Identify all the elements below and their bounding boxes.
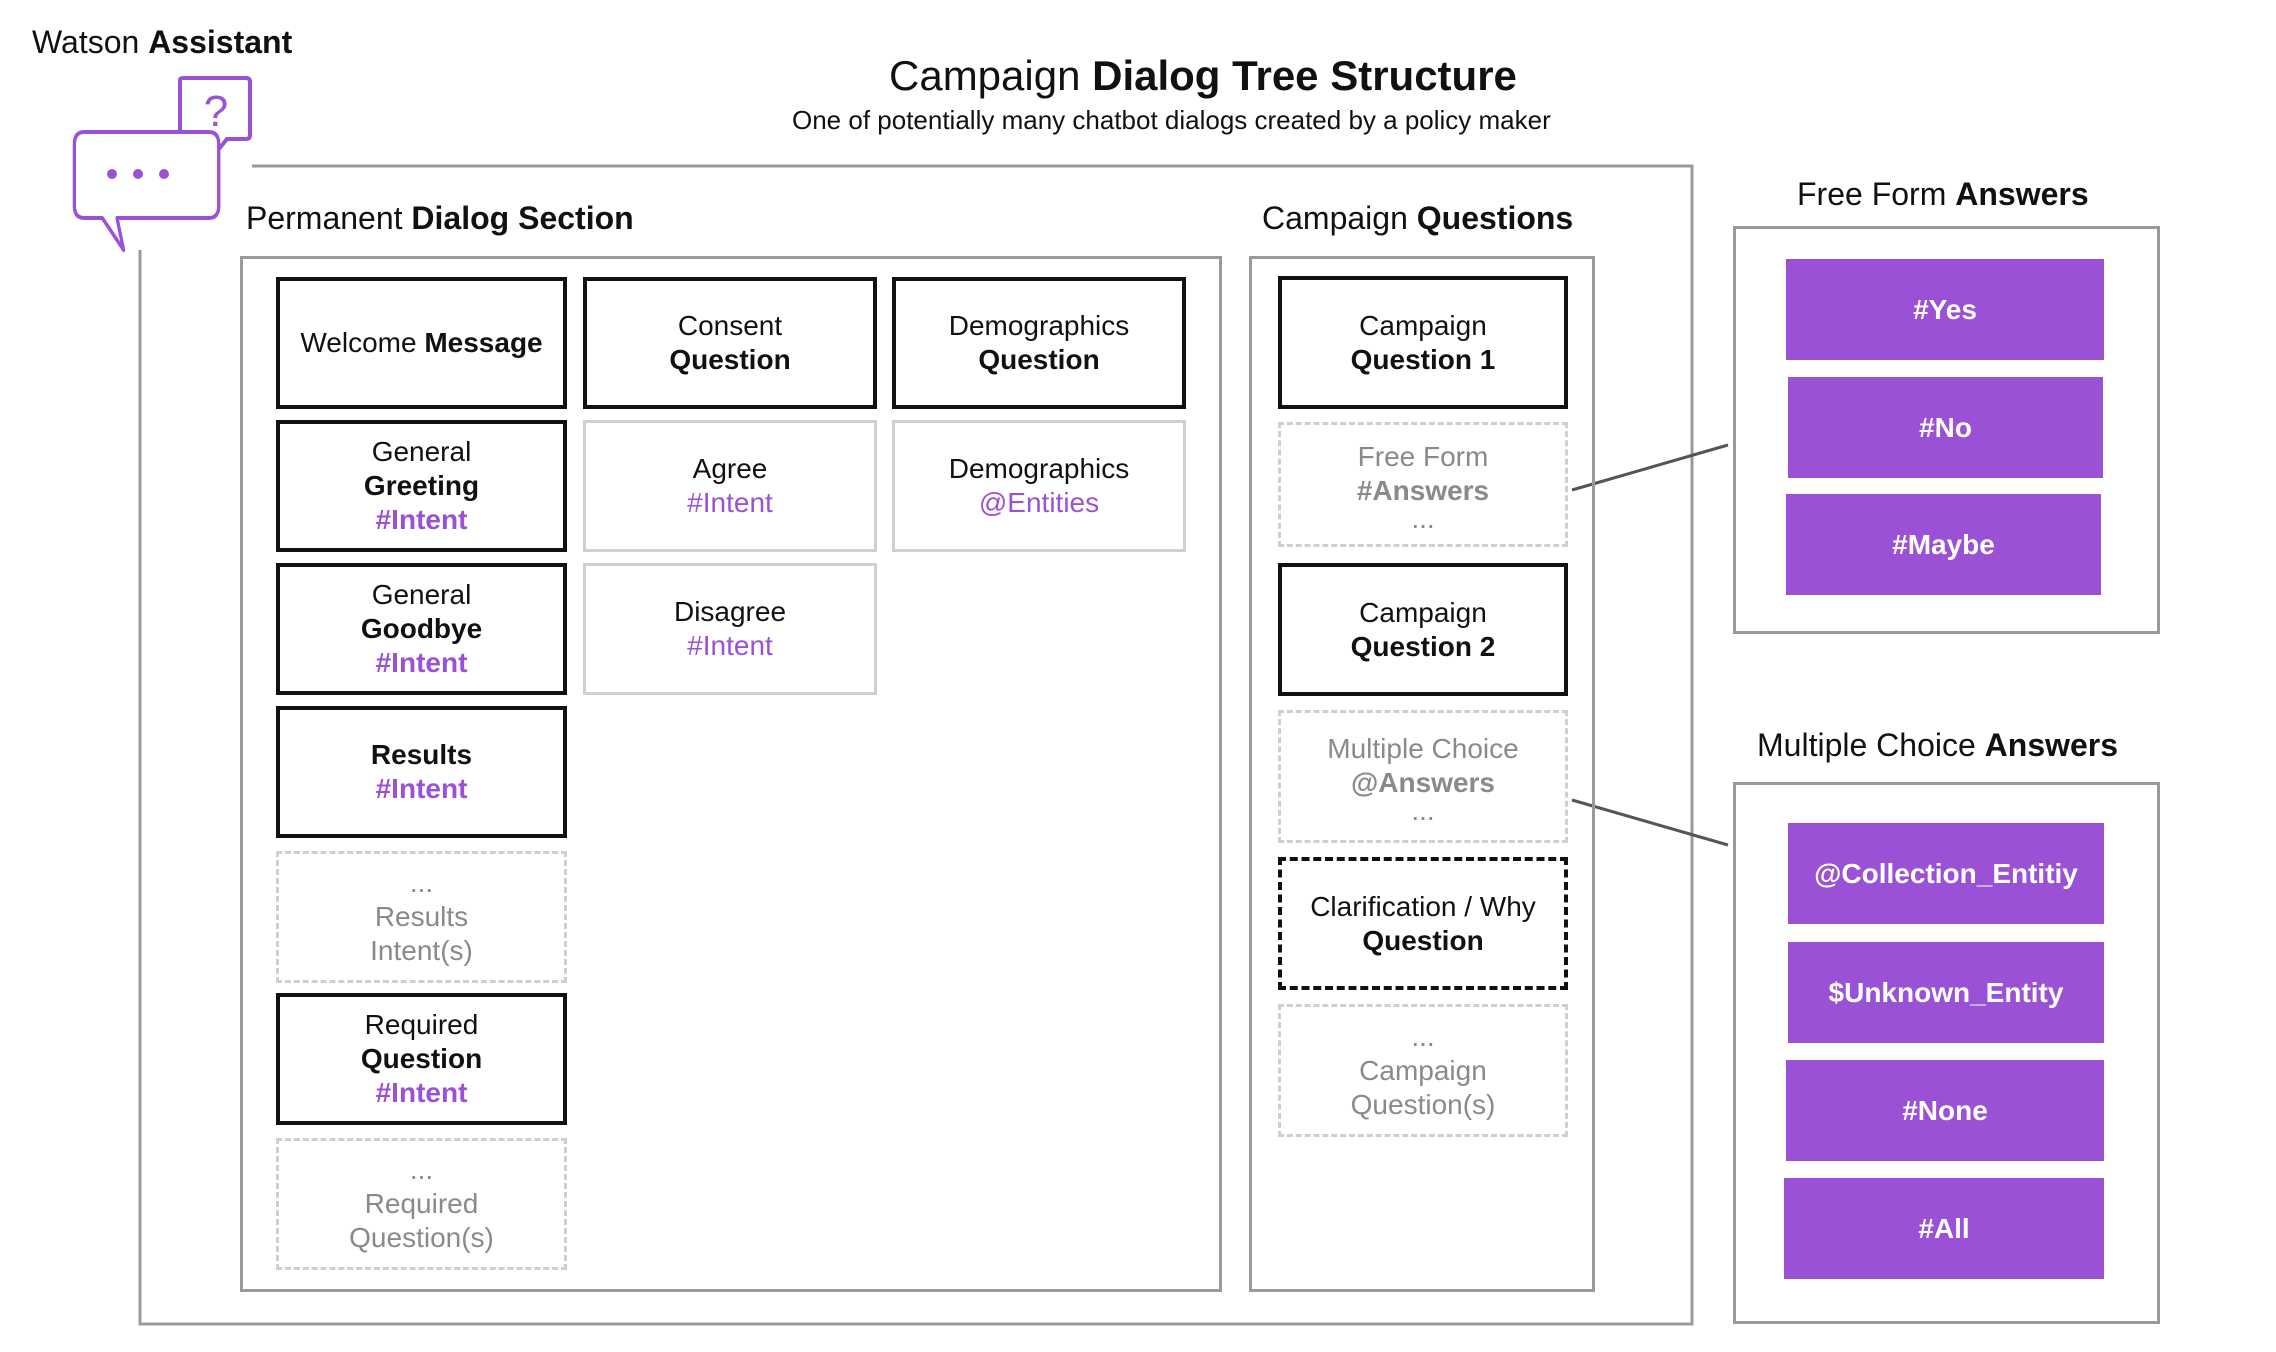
node-line: Results <box>374 901 469 932</box>
chat-bubbles-icon: ? <box>72 76 252 252</box>
node-line: Consent <box>677 310 783 341</box>
general-goodbye-node[interactable]: General Goodbye #Intent <box>276 563 567 695</box>
brand-prefix: Watson <box>32 24 140 60</box>
campaign-heading-bold: Questions <box>1416 200 1574 236</box>
node-line: Disagree <box>673 596 787 627</box>
intent-tag: #Intent <box>375 504 468 535</box>
free-form-answers-frame <box>1733 226 2160 634</box>
welcome-message-node[interactable]: Welcome Message <box>276 277 567 409</box>
multiple-choice-answers-placeholder-node[interactable]: Multiple Choice @Answers ... <box>1278 710 1568 843</box>
answer-no-pill[interactable]: #No <box>1788 377 2103 478</box>
node-line: Question 1 <box>1350 343 1496 375</box>
multiple-choice-answers-frame <box>1733 782 2160 1324</box>
svg-text:?: ? <box>204 87 228 136</box>
demographics-question-node[interactable]: Demographics Question <box>892 277 1186 409</box>
diagram-subtitle: One of potentially many chatbot dialogs … <box>792 105 1551 135</box>
node-line: Results <box>370 739 473 770</box>
node-line: Question <box>978 344 1100 375</box>
multiple-choice-answers-heading: Multiple Choice Answers <box>1757 727 2118 764</box>
multiple-choice-heading-prefix: Multiple Choice <box>1757 727 1976 763</box>
permanent-heading-prefix: Permanent <box>246 200 403 236</box>
free-form-answers-heading: Free Form Answers <box>1797 176 2089 213</box>
node-line: Intent(s) <box>370 935 473 966</box>
demographics-entities-node[interactable]: Demographics @Entities <box>892 420 1186 552</box>
campaign-question-2-node[interactable]: Campaign Question 2 <box>1278 563 1568 696</box>
multiple-choice-heading-bold: Answers <box>1984 727 2119 763</box>
answer-all-pill[interactable]: #All <box>1784 1178 2104 1279</box>
brand-name: Assistant <box>148 24 293 60</box>
node-line: @Answers <box>1350 766 1496 798</box>
agree-intent-node[interactable]: Agree #Intent <box>583 420 877 552</box>
title-bold: Dialog Tree Structure <box>1092 52 1517 99</box>
welcome-label: Welcome Message <box>300 326 542 360</box>
node-line: Agree <box>692 453 768 484</box>
node-line: General <box>371 579 472 610</box>
permanent-heading-bold: Dialog Section <box>411 200 634 236</box>
consent-question-node[interactable]: Consent Question <box>583 277 877 409</box>
node-line: Multiple Choice <box>1327 732 1519 764</box>
intent-tag: #Intent <box>375 773 468 804</box>
free-form-heading-prefix: Free Form <box>1797 176 1947 212</box>
node-line: Question <box>360 1043 483 1074</box>
node-line: Question 2 <box>1350 630 1496 662</box>
node-line: Clarification / Why <box>1310 890 1536 922</box>
node-line: Campaign <box>1359 309 1487 341</box>
free-form-answers-placeholder-node[interactable]: Free Form #Answers ... <box>1278 422 1568 547</box>
permanent-section-heading: Permanent Dialog Section <box>246 200 634 237</box>
answer-yes-pill[interactable]: #Yes <box>1786 259 2104 360</box>
ellipsis-speech-bubble-icon <box>72 130 221 252</box>
node-line: Demographics <box>948 453 1130 484</box>
campaign-questions-placeholder-node[interactable]: ... Campaign Question(s) <box>1278 1004 1568 1137</box>
free-form-heading-bold: Answers <box>1955 176 2089 212</box>
node-line: Demographics <box>948 310 1130 341</box>
node-line: Question <box>1362 924 1484 956</box>
required-question-node[interactable]: Required Question #Intent <box>276 993 567 1125</box>
node-line: Question(s) <box>349 1222 494 1253</box>
free-form-connector <box>1571 443 1729 492</box>
brand-label: Watson Assistant <box>32 24 292 61</box>
node-line: Goodbye <box>360 613 483 644</box>
node-line: Free Form <box>1357 440 1489 472</box>
results-node[interactable]: Results #Intent <box>276 706 567 838</box>
ellipsis: ... <box>409 1154 434 1185</box>
intent-tag: #Intent <box>687 487 773 518</box>
campaign-section-heading: Campaign Questions <box>1262 200 1573 237</box>
ellipsis: ... <box>409 867 434 898</box>
ellipsis: ... <box>1411 794 1435 826</box>
disagree-intent-node[interactable]: Disagree #Intent <box>583 563 877 695</box>
required-questions-placeholder-node[interactable]: ... Required Question(s) <box>276 1138 567 1270</box>
permanent-section-frame <box>240 256 1222 1292</box>
answer-unknown-entity-pill[interactable]: $Unknown_Entity <box>1788 942 2104 1043</box>
node-line: #Answers <box>1356 474 1490 506</box>
intent-tag: #Intent <box>375 1077 468 1108</box>
campaign-question-1-node[interactable]: Campaign Question 1 <box>1278 276 1568 409</box>
node-line: Greeting <box>363 470 480 501</box>
campaign-heading-prefix: Campaign <box>1262 200 1408 236</box>
node-line: Campaign <box>1359 596 1487 628</box>
answer-none-pill[interactable]: #None <box>1786 1060 2104 1161</box>
title-prefix: Campaign <box>889 52 1081 99</box>
node-line: Question(s) <box>1350 1088 1496 1120</box>
clarification-why-question-node[interactable]: Clarification / Why Question <box>1278 857 1568 990</box>
node-line: General <box>371 436 472 467</box>
intent-tag: #Intent <box>687 630 773 661</box>
welcome-word: Welcome <box>300 327 417 358</box>
message-word: Message <box>424 327 543 358</box>
entity-tag: @Entities <box>978 487 1100 518</box>
answer-collection-entity-pill[interactable]: @Collection_Entitiy <box>1788 823 2104 924</box>
general-greeting-node[interactable]: General Greeting #Intent <box>276 420 567 552</box>
ellipsis: ... <box>1411 502 1435 534</box>
results-intents-placeholder-node[interactable]: ... Results Intent(s) <box>276 851 567 983</box>
diagram-title: Campaign Dialog Tree Structure <box>889 52 1517 100</box>
ellipsis: ... <box>1411 1020 1435 1052</box>
node-line: Campaign <box>1359 1054 1487 1086</box>
intent-tag: #Intent <box>375 647 468 678</box>
node-line: Required <box>364 1188 479 1219</box>
campaign-section-frame <box>1249 256 1595 1292</box>
node-line: Question <box>669 344 791 375</box>
node-line: Required <box>364 1009 479 1040</box>
answer-maybe-pill[interactable]: #Maybe <box>1786 494 2101 595</box>
multiple-choice-connector <box>1571 798 1729 847</box>
